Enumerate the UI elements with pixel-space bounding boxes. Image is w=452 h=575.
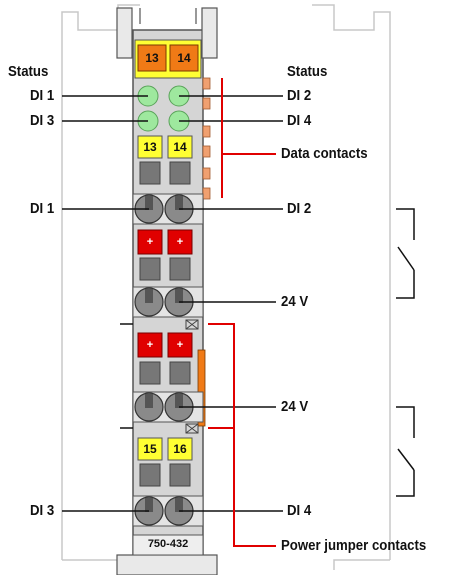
terminal-label-15: 15 (143, 442, 157, 456)
top-terminal-marker (134, 39, 202, 79)
callout-lines-red (208, 78, 276, 547)
status-label-left: Status (8, 63, 49, 80)
data-contacts (202, 77, 211, 200)
24v-label-b: 24 V (281, 398, 309, 415)
housing-outline (61, 4, 391, 570)
di1-label-top: DI 1 (30, 87, 55, 104)
power-jumper-contacts-label: Power jumper contacts (281, 537, 427, 554)
di3-label-top: DI 3 (30, 112, 55, 129)
red-terminals-1 (137, 229, 193, 281)
clamp-group-3 (132, 391, 204, 423)
switch-symbol-upper (396, 208, 415, 299)
di4-label-top: DI 4 (287, 112, 312, 129)
plus-sign-2a: + (146, 339, 154, 351)
data-contacts-label: Data contacts (281, 145, 368, 162)
plus-sign-2b: + (176, 339, 184, 351)
plus-sign-1a: + (146, 236, 154, 248)
plus-sign-1b: + (176, 236, 184, 248)
terminal-label-16: 16 (173, 442, 187, 456)
clamp-group-2 (132, 286, 204, 318)
red-terminals-2 (137, 332, 193, 385)
di1-label-mid: DI 1 (30, 200, 55, 217)
leader-lines (62, 95, 283, 512)
di2-label-top: DI 2 (287, 87, 312, 104)
model-number: 750-432 (147, 538, 189, 550)
terminal-label-13-top: 13 (145, 51, 159, 65)
di4-label-bottom: DI 4 (287, 502, 312, 519)
terminal-label-14: 14 (173, 140, 187, 154)
model-plate (132, 534, 204, 556)
power-jumper-marker-upper (185, 319, 199, 330)
terminal-labels-13-14 (137, 135, 193, 185)
di3-label-bottom: DI 3 (30, 502, 55, 519)
power-jumper-contact-bar (197, 349, 206, 427)
status-label-right: Status (287, 63, 328, 80)
switch-symbol-lower (396, 406, 415, 497)
terminal-label-13: 13 (143, 140, 157, 154)
24v-label-a: 24 V (281, 293, 309, 310)
power-jumper-marker-lower (185, 423, 199, 434)
di2-label-mid: DI 2 (287, 200, 312, 217)
terminal-label-14-top: 14 (177, 51, 191, 65)
terminal-labels-15-16 (137, 437, 193, 487)
